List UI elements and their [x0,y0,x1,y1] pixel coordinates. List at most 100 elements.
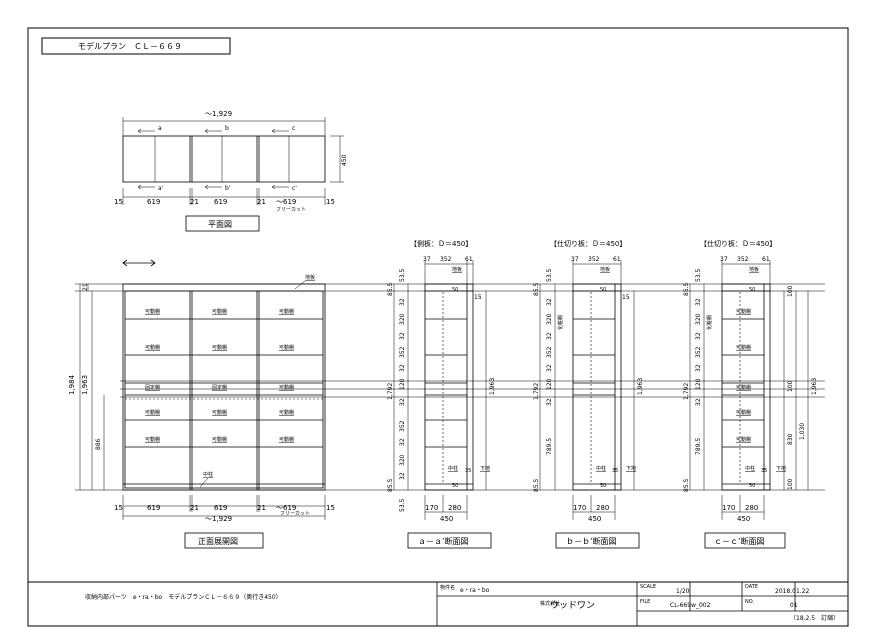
plan-dim-0: 15 [114,198,123,206]
section-b-left-total: 1,792 [533,383,540,400]
section-a-label-50: 50 [452,287,458,293]
plan-section-c: c [292,125,295,132]
front-height-lower: 886 [95,438,102,450]
section-c-caption: ｃ－ｃ’断面図 [714,536,765,546]
front-caption: 正面展開図 [198,537,238,546]
section-b-top-1: 352 [588,256,600,263]
section-a-bottom-0: 170 [425,504,438,512]
front-shelf-label: 可動棚 [279,344,294,351]
section-c-left-9: 789.5 [695,438,702,455]
section-c-bottom-total: 450 [737,515,750,523]
section-a-label-35: 35 [465,468,471,474]
section-c-left-6: 32 [695,364,702,372]
section-b-top-0: 37 [571,256,579,263]
section-c-shelf: 可動棚 [736,344,751,351]
front-dim-1: 619 [147,504,160,512]
section-a-header: 【側板：Ｄ＝450】 [410,239,472,248]
section-b-left-5: 352 [546,346,553,358]
title-company-label: 株式会社 [540,600,560,607]
plan-dim-1: 619 [147,198,160,206]
front-dim-6: 15 [326,504,335,512]
front-dim-3: 619 [214,504,227,512]
section-b-label-35: 35 [612,468,618,474]
section-b-left-9: 789.5 [546,438,553,455]
front-height-top: 21 [82,283,89,291]
section-c: 【仕切り板：Ｄ＝450】 37 352 61 可動棚 可動棚 可動棚 可動棚 可… [683,239,818,549]
plan-dim-5: ～619 [276,198,296,206]
section-b-header: 【仕切り板：Ｄ＝450】 [550,239,626,248]
plan-dim-2: 21 [190,198,199,206]
front-fixed-label: 固定棚 [145,384,160,391]
section-a-right-15: 15 [474,294,482,301]
title-date: 2018.01.22 [775,588,810,595]
front-shelf-label: 可動棚 [145,436,160,443]
section-a-left-8: 32 [399,398,406,406]
section-c-left-1: 53.5 [695,268,702,282]
front-fixed-label: 固定棚 [212,384,227,391]
section-a-left-4: 32 [399,332,406,340]
section-b-caption: ｂ－ｂ’断面図 [566,536,617,546]
plan-view: ～1,929 a b c a' b' c' 450 15 [114,110,348,232]
section-b-left-7: 120 [546,378,553,390]
plan-section-b: b [225,125,229,132]
section-b-label-50b: 50 [600,483,606,489]
section-b-left-10: 85.5 [533,478,540,492]
section-a-bottom-total: 450 [440,515,453,523]
section-c-left-8: 32 [695,398,702,406]
section-a-left-13: 85.5 [387,478,394,492]
front-shelf-label: 可動棚 [145,308,160,315]
section-c-right-2: 830 [787,433,794,445]
title-date-label: DATE [745,584,758,590]
section-a-left-3: 320 [399,313,406,325]
title-scale: 1/20 [676,588,690,595]
front-dim-4: 21 [257,504,266,512]
section-c-top-0: 37 [720,256,728,263]
front-shelf-label: 可動棚 [279,409,294,416]
section-c-left-10: 85.5 [683,478,690,492]
section-a-left-total: 1,792 [387,383,394,400]
plan-section-a2: a' [158,185,164,192]
section-b-left-1: 53.5 [546,268,553,282]
plan-dim-3: 619 [214,198,227,206]
section-b-right-total: 1,963 [637,378,644,395]
plan-overall-width: ～1,929 [205,110,232,118]
plan-caption: 平面図 [208,220,232,229]
section-a-left-2: 32 [399,298,406,306]
section-a-left-7: 120 [399,378,406,390]
front-shelf-label: 可動棚 [145,409,160,416]
plan-section-a: a [158,125,162,132]
section-c-top-2: 61 [762,256,770,263]
sheet-frame [27,27,849,627]
section-c-right-total: 1,963 [811,378,818,395]
title-drawing-name: 収納内部パーツ e・ra・bo モデルプランＣＬ－６６９（奥行き450） [85,593,282,601]
section-c-top-1: 352 [737,256,749,263]
front-height-total: 1,984 [68,374,76,395]
section-b-label-base: 下地 [626,465,636,472]
section-c-left-3: 320 [695,313,702,325]
section-a-top-0: 37 [423,256,431,263]
section-a-label-base: 下地 [480,465,490,472]
section-a-left-5: 352 [399,346,406,358]
front-top-label: 地板 [305,274,315,281]
front-overall-width: ～1,929 [205,515,232,523]
section-c-shelf: 可動棚 [736,409,751,416]
section-c-label-50b: 50 [749,483,755,489]
front-dim-5: ～619 [276,504,296,512]
section-c-left-7: 120 [695,378,702,390]
section-b-left-2: 32 [546,298,553,306]
section-a-left-10: 32 [399,438,406,446]
section-a-left-1: 53.5 [399,268,406,282]
section-a: 【側板：Ｄ＝450】 37 352 61 地板 中柱 下地 50 50 35 1… [387,239,496,549]
section-c-label-50: 50 [749,287,755,293]
section-c-label-base: 下地 [776,465,786,472]
title-no-label: NO. [745,599,754,605]
section-c-shelf: 可動棚 [736,308,751,315]
title-box-text: モデルプラン ＣＬ－６６９ [78,41,182,51]
title-box [41,37,231,55]
section-c-bottom-1: 280 [745,504,758,512]
section-a-caption: ａ－ａ’断面図 [418,536,469,546]
section-c-bottom-0: 170 [722,504,735,512]
title-scale-label: SCALE [640,584,656,590]
title-file-label: FILE [640,599,650,605]
